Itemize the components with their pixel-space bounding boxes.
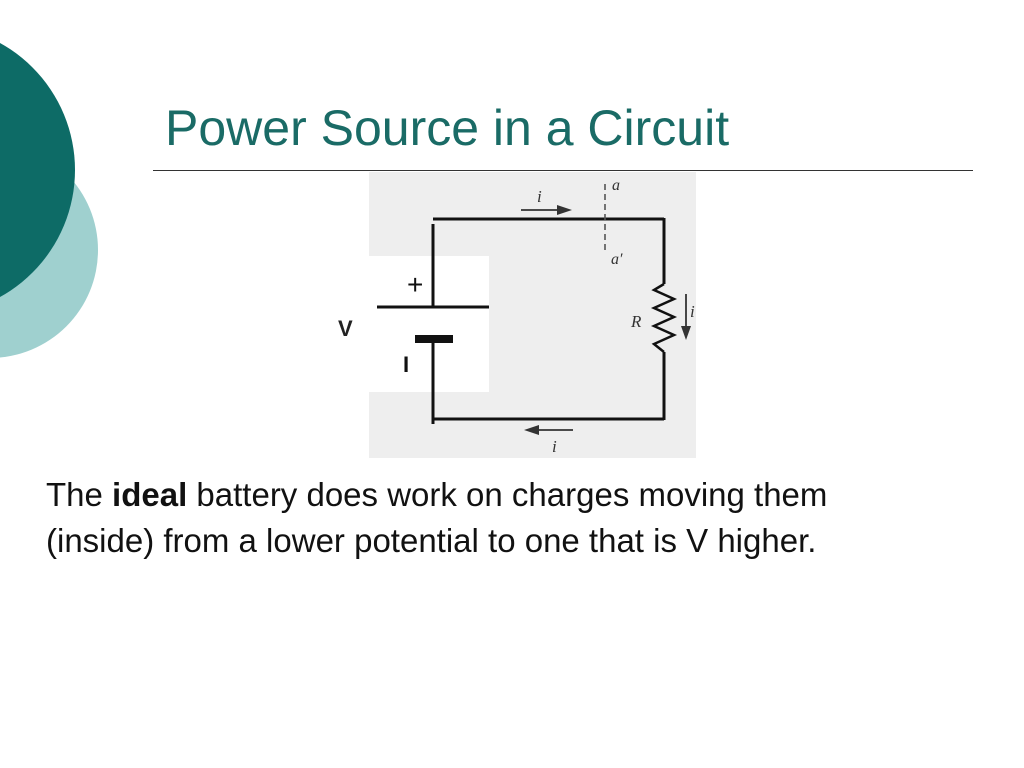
- current-arrow-right-icon: [521, 205, 572, 215]
- body-text-rest: battery does work on charges moving them…: [46, 476, 828, 559]
- current-label-top: i: [537, 187, 542, 206]
- title-divider: [153, 170, 973, 171]
- battery-minus-label: I: [403, 352, 409, 377]
- body-text-start: The: [46, 476, 113, 513]
- body-paragraph: The ideal battery does work on charges m…: [46, 472, 936, 564]
- decorative-circles: [0, 43, 98, 358]
- current-arrow-down-icon: [681, 294, 691, 340]
- body-text-emphasis: ideal: [112, 476, 188, 513]
- current-arrow-left-icon: [524, 425, 573, 435]
- current-label-bottom: i: [552, 437, 557, 456]
- battery-plus-label: +: [407, 269, 423, 300]
- current-label-right: i: [690, 302, 695, 321]
- battery-symbol-icon: [377, 305, 489, 343]
- point-a-prime-label: a′: [611, 251, 623, 268]
- dark-teal-circle: [0, 43, 75, 297]
- page-title: Power Source in a Circuit: [165, 100, 730, 156]
- voltage-label: V: [338, 316, 353, 341]
- circuit-diagram: + I R i i i a a′: [369, 172, 696, 458]
- circuit-svg: + I R i i i a a′: [369, 177, 695, 456]
- resistor-label: R: [630, 312, 642, 331]
- point-a-label: a: [612, 177, 620, 194]
- battery-label-box: [369, 256, 489, 392]
- resistor-icon: [650, 282, 678, 353]
